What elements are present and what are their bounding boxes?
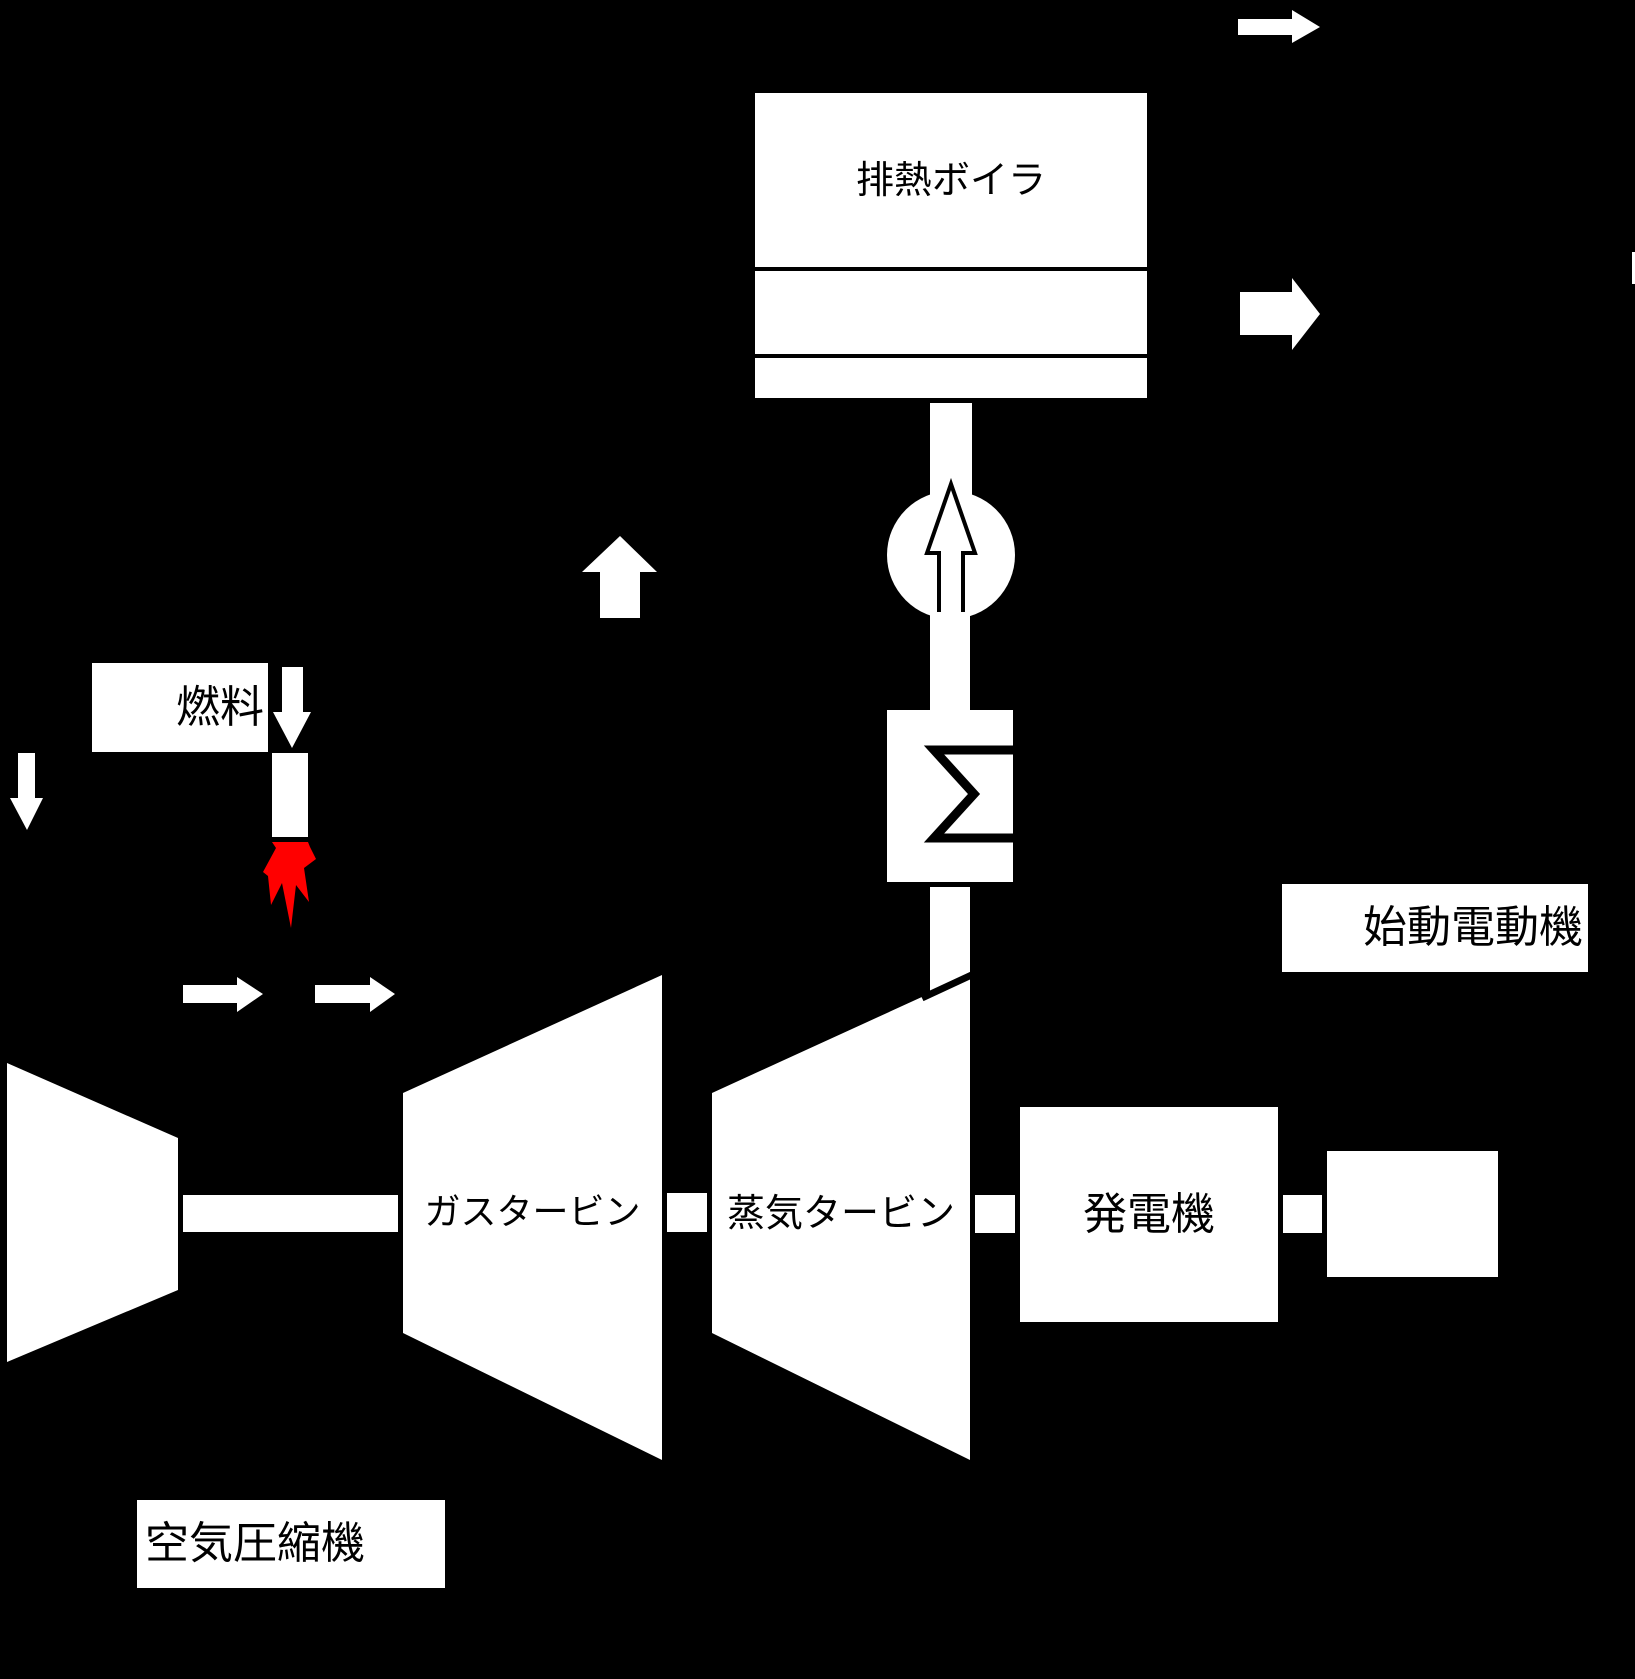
sigma-heat-exchanger-icon <box>923 745 1013 843</box>
air-inlet-down-arrow-icon <box>10 753 43 830</box>
gas-turbine-label: ガスタービン <box>424 1192 641 1233</box>
boiler-bottom-band <box>755 358 1147 398</box>
gas-flow-right-arrow-icon-1 <box>183 977 263 1012</box>
air-compressor-label-box <box>137 1500 445 1588</box>
fuel-label: 燃料 <box>176 681 264 733</box>
gas-turbine-shape <box>403 975 662 1460</box>
boiler-main-box <box>755 93 1147 267</box>
exhaust-right-arrow-icon <box>1238 10 1320 43</box>
clipped-shape-fragment <box>1632 252 1635 284</box>
boiler-middle-band <box>755 271 1147 354</box>
shaft-compressor-to-gasturbine <box>183 1195 398 1232</box>
shaft-gasturbine-to-steamturbine <box>667 1193 707 1232</box>
air-compressor-shape <box>7 1063 178 1362</box>
flue-gas-up-arrow-icon <box>582 536 657 618</box>
starter-motor-box <box>1327 1151 1498 1277</box>
generator-label: 発電機 <box>1083 1188 1215 1240</box>
fuel-down-arrow-icon <box>273 667 311 748</box>
fuel-label-box <box>92 663 268 752</box>
shaft-steamturbine-to-generator <box>975 1195 1015 1233</box>
boiler-label: 排熱ボイラ <box>855 158 1046 202</box>
steam-turbine-label: 蒸気タービン <box>726 1191 955 1235</box>
shaft-generator-to-starter <box>1283 1195 1322 1233</box>
gas-flow-right-arrow-icon-2 <box>315 977 395 1012</box>
pipe-pump-to-exchanger <box>930 612 970 710</box>
combustor-nozzle <box>272 753 308 837</box>
steam-turbine-edge-line <box>920 968 980 1002</box>
heat-exchanger-box <box>887 710 1013 882</box>
starter-motor-label: 始動電動機 <box>1363 902 1583 953</box>
steam-turbine-shape <box>712 975 970 1460</box>
generator-box <box>1020 1107 1278 1322</box>
air-compressor-label: 空気圧縮機 <box>145 1518 365 1569</box>
steam-out-thick-right-arrow-icon <box>1240 278 1320 350</box>
starter-motor-label-box <box>1282 884 1588 972</box>
flame-icon <box>263 842 316 928</box>
